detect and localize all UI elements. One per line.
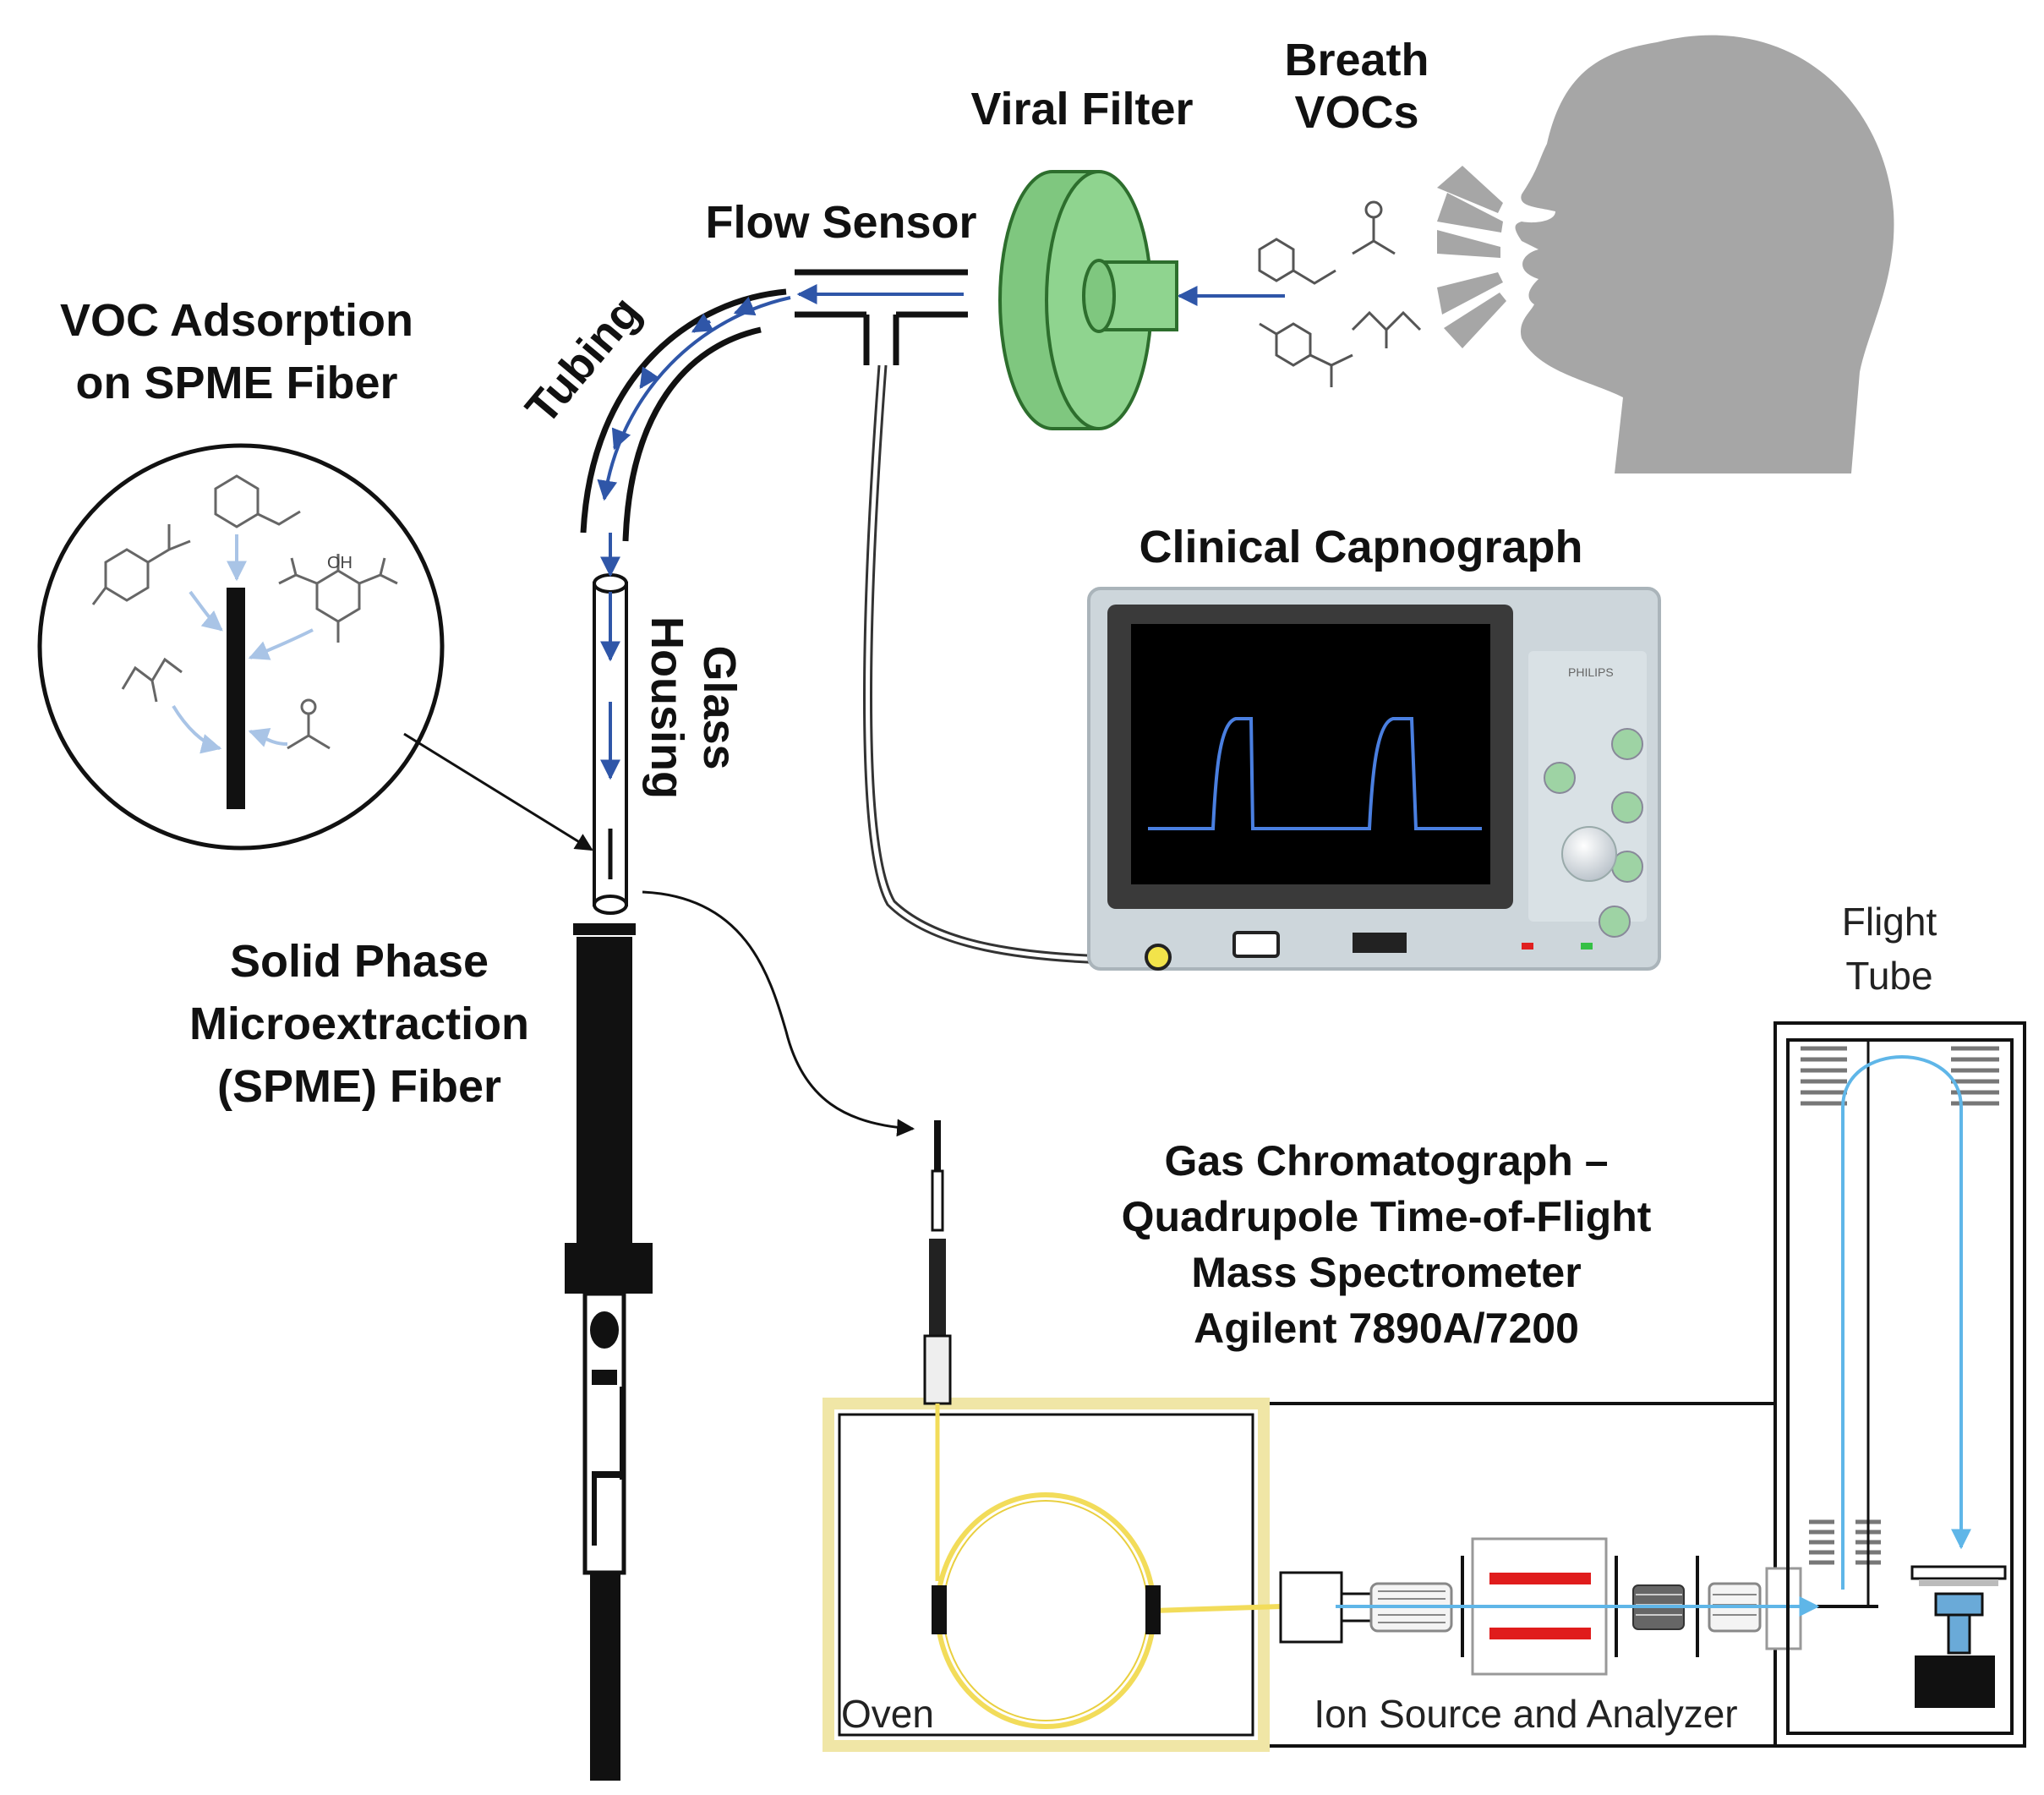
gcms-label: Gas Chromatograph – Quadrupole Time-of-F… <box>1082 1133 1691 1356</box>
bht-oh-label: OH <box>327 554 353 572</box>
voc-adsorption-inset <box>37 443 445 851</box>
ion-source-analyzer-label: Ion Source and Analyzer <box>1314 1692 1738 1736</box>
spme-line-2: Microextraction <box>189 999 530 1049</box>
gcms-instrument-outline <box>827 1021 2026 1748</box>
voc-adsorption-line-1: VOC Adsorption <box>60 295 413 346</box>
spme-line-1: Solid Phase <box>229 936 489 987</box>
gc-column <box>932 1404 1282 1729</box>
spme-line-3: (SPME) Fiber <box>216 1061 502 1112</box>
flow-sensor-label: Flow Sensor <box>705 197 977 248</box>
glass-housing-line-2: Housing <box>642 616 692 799</box>
viral-filter <box>998 170 1178 430</box>
glass-housing-line-1: Glass <box>694 645 745 770</box>
gcms-line-2: Quadrupole Time-of-Flight <box>1121 1193 1652 1240</box>
tof-ion-trajectory <box>1841 1055 1971 1590</box>
tof-flight-tube <box>1786 1038 2014 1735</box>
viral-filter-label: Viral Filter <box>970 84 1194 134</box>
spme-to-gc-arrow <box>642 890 915 1137</box>
flow-sensor-tee <box>795 269 968 365</box>
capnogram-trace <box>1148 717 1482 830</box>
flow-arrow-tubing-heads <box>611 296 757 451</box>
gcms-line-1: Gas Chromatograph – <box>1164 1137 1609 1185</box>
breath-vocs-label: Breath VOCs <box>1251 34 1462 139</box>
breath-vocs-line-2: VOCs <box>1294 87 1419 138</box>
monitor-brand-text: PHILIPS <box>1568 665 1614 679</box>
capnograph-sample-line <box>863 364 1159 966</box>
ion-source-analyzer <box>1279 1537 1878 1676</box>
person-head-silhouette <box>1437 35 1894 474</box>
spme-fiber-holder <box>565 923 653 1781</box>
clinical-capnograph-monitor: PHILIPS <box>1087 587 1661 971</box>
flight-tube-line-1: Flight <box>1841 900 1937 944</box>
gcms-line-3: Mass Spectrometer <box>1191 1249 1582 1296</box>
breath-vocs-line-1: Breath <box>1284 35 1429 85</box>
clinical-capnograph-label: Clinical Capnograph <box>1139 522 1583 572</box>
glass-housing-label: Glass Housing <box>641 598 746 818</box>
voc-adsorption-label: VOC Adsorption on SPME Fiber <box>17 294 456 409</box>
oven-label: Oven <box>841 1692 934 1736</box>
spme-fiber-label: Solid Phase Microextraction (SPME) Fiber <box>156 930 562 1118</box>
flight-tube-label: Flight Tube <box>1809 895 1970 1003</box>
inset-pointer-arrow <box>403 732 593 851</box>
breath-voc-molecules <box>1258 200 1422 387</box>
gc-injector <box>923 1120 952 1405</box>
voc-adsorption-line-2: on SPME Fiber <box>75 358 398 408</box>
flight-tube-line-2: Tube <box>1845 954 1933 998</box>
gc-oven <box>823 1398 1270 1752</box>
gcms-line-4: Agilent 7890A/7200 <box>1194 1305 1579 1352</box>
